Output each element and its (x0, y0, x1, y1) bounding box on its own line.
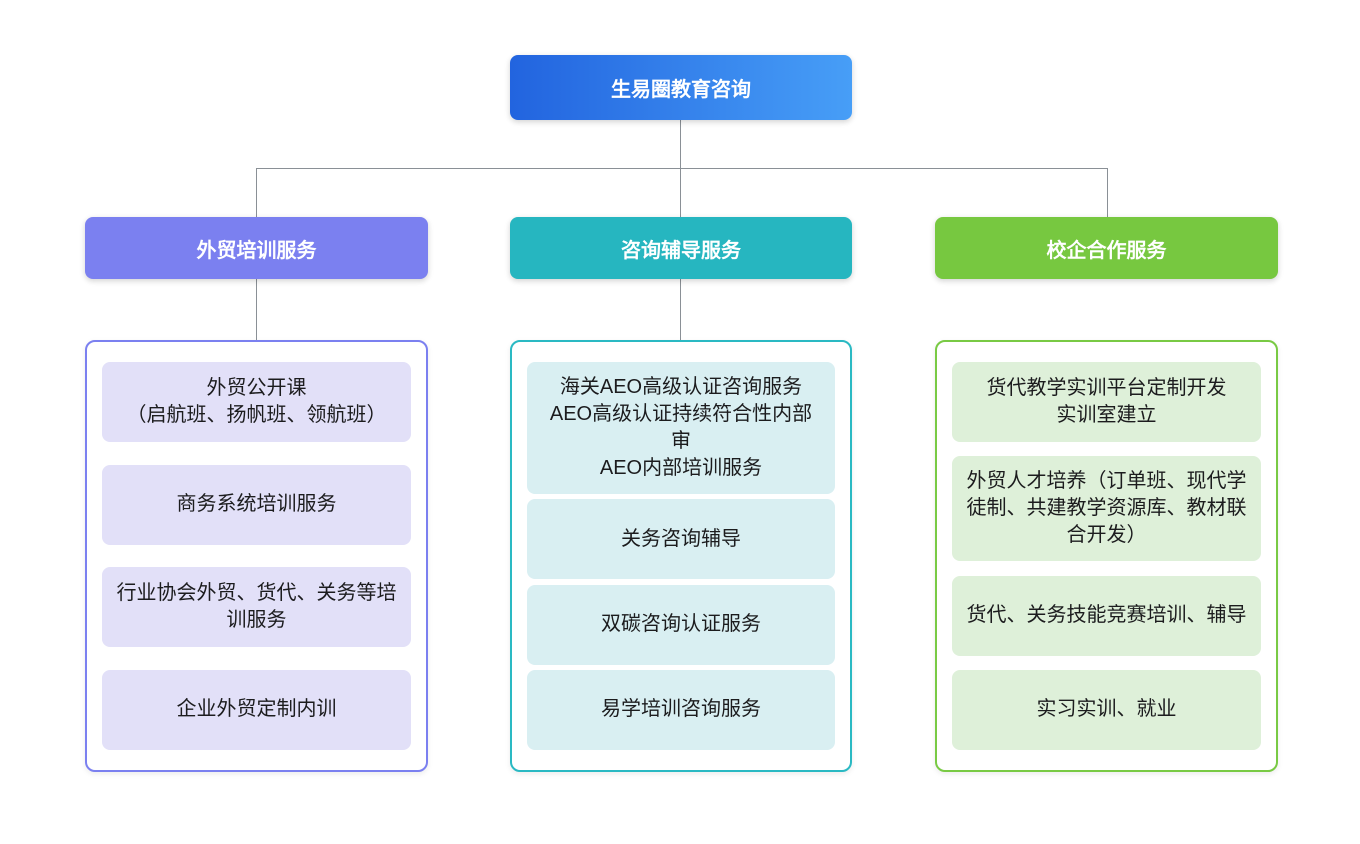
branch-header-label: 外贸培训服务 (196, 239, 317, 262)
connector-root-drop (680, 120, 681, 168)
leaf-node: 企业外贸定制内训 (102, 669, 411, 750)
leaf-node: 外贸公开课 （启航班、扬帆班、领航班） (102, 362, 411, 442)
leaf-node: 行业协会外贸、货代、关务等培训服务 (102, 567, 411, 648)
leaf-node: 双碳咨询认证服务 (527, 584, 835, 665)
connector-branch1-container (256, 279, 257, 340)
branch-header-label: 校企合作服务 (1046, 239, 1167, 262)
leaf-node: 外贸人才培养（订单班、现代学徒制、共建教学资源库、教材联合开发） (952, 456, 1261, 562)
leaf-node: 关务咨询辅导 (527, 499, 835, 580)
branch-container-foreign-trade-training: 外贸公开课 （启航班、扬帆班、领航班） 商务系统培训服务 行业协会外贸、货代、关… (85, 340, 428, 772)
leaf-node: 货代教学实训平台定制开发 实训室建立 (952, 362, 1261, 442)
leaf-node: 实习实训、就业 (952, 669, 1261, 750)
branch-header-school-enterprise: 校企合作服务 (935, 217, 1278, 279)
branch-container-consulting-coaching: 海关AEO高级认证咨询服务 AEO高级认证持续符合性内部审 AEO内部培训服务 … (510, 340, 852, 772)
connector-branch1-drop (256, 168, 257, 217)
branch-header-consulting-coaching: 咨询辅导服务 (510, 217, 852, 279)
leaf-node: 货代、关务技能竞赛培训、辅导 (952, 575, 1261, 656)
connector-branch3-drop (1107, 168, 1108, 217)
connector-rail (256, 168, 1108, 169)
leaf-node: 商务系统培训服务 (102, 464, 411, 545)
leaf-node: 易学培训咨询服务 (527, 669, 835, 750)
root-node-label: 生易圈教育咨询 (611, 79, 751, 101)
branch-header-label: 咨询辅导服务 (621, 239, 741, 262)
branch-header-foreign-trade-training: 外贸培训服务 (85, 217, 428, 279)
connector-branch2-drop (680, 168, 681, 217)
branch-container-school-enterprise: 货代教学实训平台定制开发 实训室建立 外贸人才培养（订单班、现代学徒制、共建教学… (935, 340, 1278, 772)
root-node: 生易圈教育咨询 (510, 55, 852, 120)
leaf-node: 海关AEO高级认证咨询服务 AEO高级认证持续符合性内部审 AEO内部培训服务 (527, 362, 835, 494)
connector-branch2-container (680, 279, 681, 340)
